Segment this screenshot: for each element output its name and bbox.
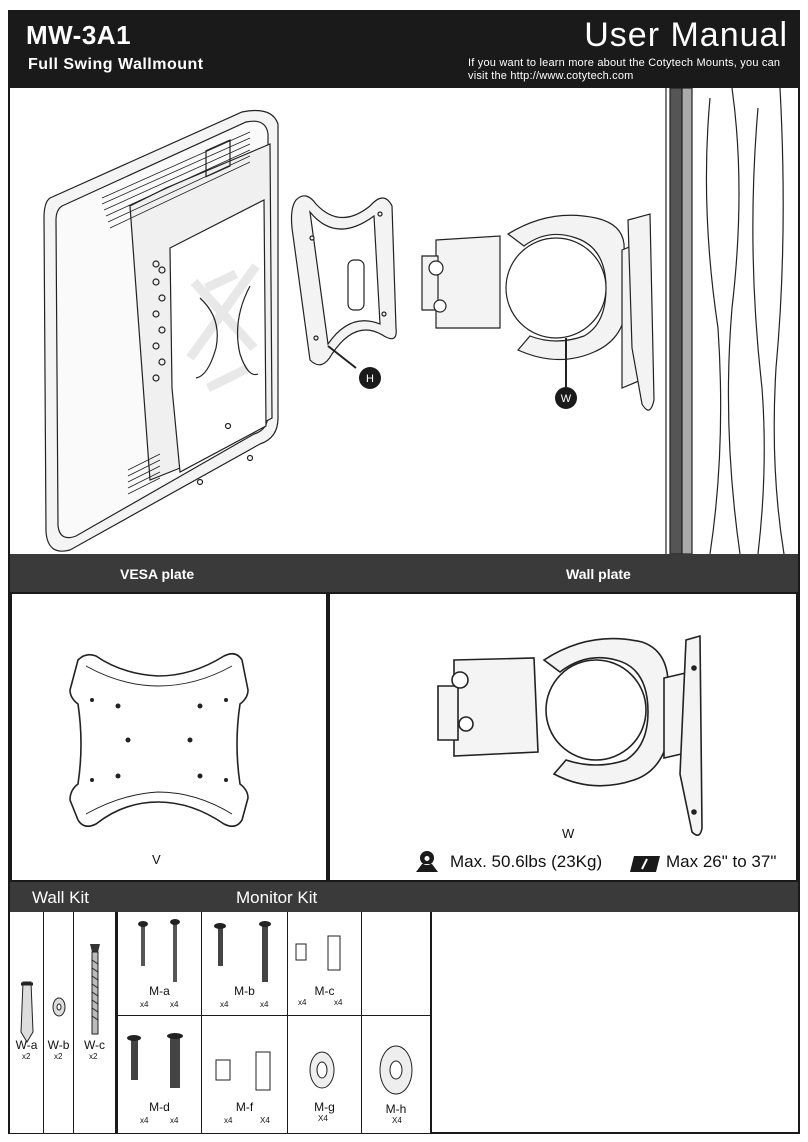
- wall-plate-panel: W Max. 50.6lbs (23Kg) Max 26" to 37": [328, 592, 798, 882]
- weight-icon: [414, 850, 440, 874]
- kit-qty: x4: [140, 1000, 149, 1009]
- kit-qty: x2: [89, 1052, 98, 1061]
- callout-w: W: [555, 387, 577, 409]
- kit-qty: x4: [220, 1000, 229, 1009]
- manual-title: User Manual: [584, 16, 788, 54]
- callout-w-text: W: [561, 393, 572, 405]
- kit-item-m-b: M-b x4 x4: [202, 912, 288, 1016]
- learn-more-line-2: visit the http://www.cotytech.com: [468, 70, 634, 82]
- kit-item-w-c: W-c x2: [74, 912, 116, 1134]
- kit-item-w-b: W-b x2: [44, 912, 74, 1134]
- kit-qty: x4: [140, 1116, 149, 1125]
- vesa-plate-panel: V: [10, 592, 328, 882]
- kit-item-m-c: M-c x4 x4: [288, 912, 362, 1016]
- kit-label: W-b: [47, 1038, 70, 1052]
- exploded-view-svg: H W: [43, 88, 785, 554]
- kit-qty: X4: [392, 1116, 402, 1125]
- kit-item-w-a: W-a x2: [10, 912, 44, 1134]
- kit-item-empty: [362, 912, 432, 1016]
- model-number: MW-3A1: [26, 20, 132, 50]
- kit-qty: x4: [260, 1000, 269, 1009]
- kit-qty: X4: [260, 1116, 270, 1125]
- kit-qty: x2: [54, 1052, 63, 1061]
- tv-illustration: [43, 109, 279, 552]
- kit-label: M-h: [385, 1102, 407, 1116]
- kit-qty: x4: [334, 998, 343, 1007]
- exploded-view-illustration: H W: [10, 88, 798, 554]
- learn-more-line-1: If you want to learn more about the Coty…: [468, 57, 781, 69]
- plate-section-bar: VESA plate Wall plate: [10, 554, 798, 592]
- wall-label: W: [562, 826, 575, 841]
- monitor-kit-heading: Monitor Kit: [236, 888, 318, 907]
- callout-h: H: [359, 367, 381, 389]
- wall-plate-drawing: [437, 634, 703, 836]
- kit-qty: x4: [170, 1000, 179, 1009]
- callout-h-text: H: [366, 373, 374, 385]
- kit-label: W-c: [83, 1038, 106, 1052]
- kit-qty: x4: [298, 998, 307, 1007]
- kit-section-bar: Wall Kit Monitor Kit: [10, 882, 798, 912]
- wall-kit-heading: Wall Kit: [32, 888, 89, 907]
- product-subtitle: Full Swing Wallmount: [28, 56, 204, 73]
- max-size-text: Max 26" to 37": [666, 852, 777, 871]
- vesa-label: V: [152, 852, 161, 867]
- kit-label: M-f: [235, 1100, 254, 1114]
- vesa-plate-drawing: [69, 652, 249, 828]
- kit-label: M-a: [149, 984, 170, 998]
- kit-item-m-h: M-h X4: [362, 1016, 432, 1134]
- kit-qty: X4: [318, 1114, 328, 1123]
- kit-item-m-g: M-g X4: [288, 1016, 362, 1134]
- learn-more-text: If you want to learn more about the Coty…: [468, 57, 798, 83]
- wall-plate-heading: Wall plate: [566, 566, 631, 582]
- vesa-plate-illustration: [290, 195, 397, 369]
- header-banner: MW-3A1 Full Swing Wallmount User Manual …: [10, 12, 798, 88]
- kit-label: M-c: [314, 984, 335, 998]
- screen-size-icon: [630, 856, 660, 872]
- kit-label: W-a: [15, 1038, 38, 1052]
- vesa-plate-heading: VESA plate: [120, 566, 195, 582]
- kit-item-m-a: M-a x4 x4: [116, 912, 202, 1016]
- kit-label: M-g: [314, 1100, 335, 1114]
- kit-item-m-f: M-f x4 X4: [202, 1016, 288, 1134]
- wall-illustration: [665, 88, 785, 554]
- kit-qty: x2: [22, 1052, 31, 1061]
- kit-label: M-b: [234, 984, 255, 998]
- kit-label: M-d: [149, 1100, 170, 1114]
- wall-arm-illustration: [421, 213, 655, 411]
- max-weight-text: Max. 50.6lbs (23Kg): [450, 852, 603, 871]
- manual-page: MW-3A1 Full Swing Wallmount User Manual …: [8, 10, 800, 1134]
- kit-qty: x4: [170, 1116, 179, 1125]
- kit-item-m-d: M-d x4 x4: [116, 1016, 202, 1134]
- hardware-kit-grid: W-a x2 W-b x2 W-c x2 M-a x4 x4 M-b x4 x4: [10, 912, 798, 1136]
- kit-qty: x4: [224, 1116, 233, 1125]
